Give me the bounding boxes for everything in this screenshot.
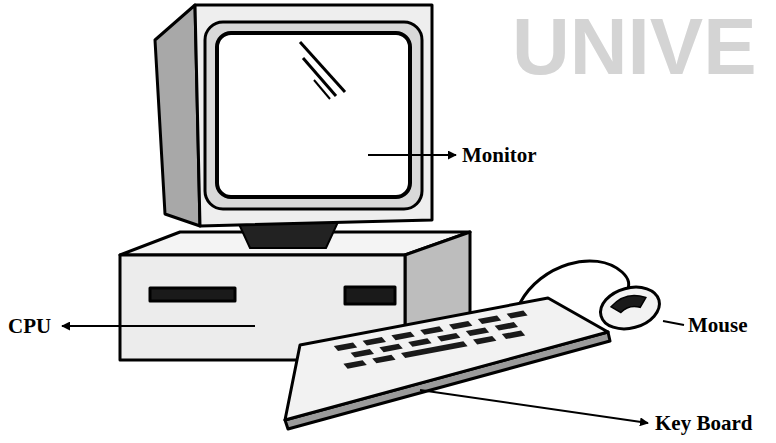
part-label: CPU — [8, 314, 51, 338]
mouse — [596, 281, 664, 335]
keyboard — [285, 298, 610, 429]
part-label: Mouse — [688, 313, 748, 337]
part-label: Monitor — [462, 143, 537, 167]
part-label: Key Board — [655, 411, 752, 435]
leader-line — [663, 321, 684, 325]
leader-arrow — [420, 390, 648, 423]
monitor — [155, 5, 432, 226]
keyboard-keys — [329, 311, 542, 369]
watermark: UNIVE — [512, 2, 757, 92]
leader-arrow — [368, 154, 456, 156]
cpu-case — [120, 232, 470, 360]
leader-arrow — [62, 325, 255, 327]
